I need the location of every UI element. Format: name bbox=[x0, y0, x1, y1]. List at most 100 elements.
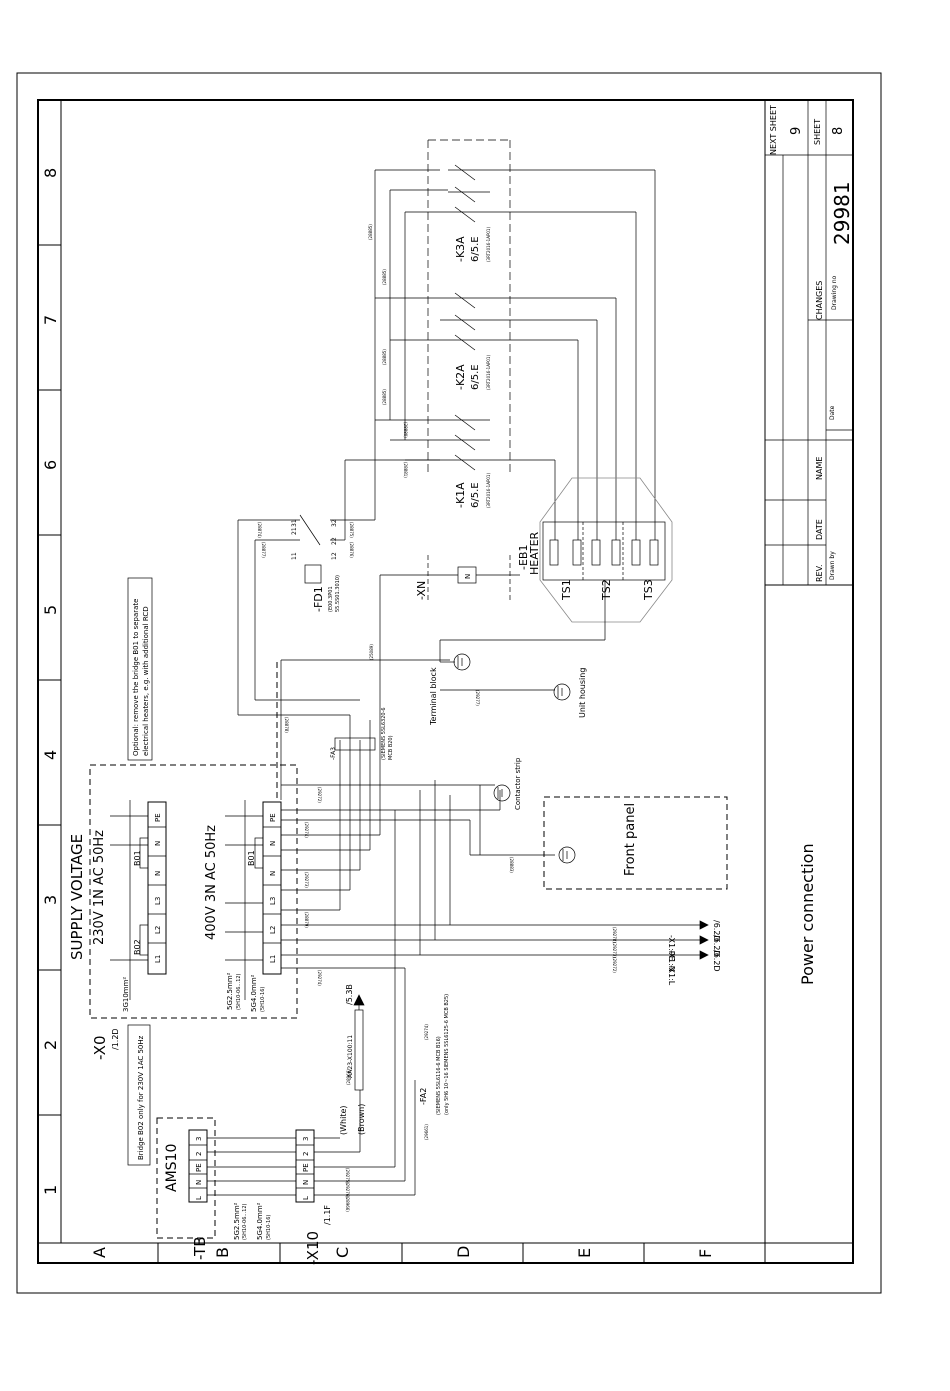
svg-text:11: 11 bbox=[291, 552, 298, 560]
drawing-no-label: Drawing no bbox=[831, 275, 838, 310]
xn-label: -XN bbox=[415, 581, 428, 600]
svg-text:(28885): (28885) bbox=[382, 349, 387, 365]
heater-label: HEATER bbox=[528, 531, 541, 575]
ref-62d-2: /6.2D bbox=[712, 935, 721, 957]
ams-cable-1-sub: (5H10-06...12) bbox=[242, 1203, 248, 1240]
svg-text:(29276): (29276) bbox=[345, 1182, 350, 1198]
svg-text:L: L bbox=[302, 1196, 310, 1200]
fa2-label: -FA2 bbox=[419, 1088, 428, 1105]
k3a-label: -K3A bbox=[454, 236, 467, 262]
ground-terminal-block bbox=[439, 640, 471, 671]
k2a-label: -K2A bbox=[454, 364, 467, 390]
aa23-ref: -AA23-X100:11 bbox=[347, 1035, 354, 1080]
main-wires bbox=[280, 575, 700, 975]
white-label: (White) bbox=[339, 1105, 348, 1135]
bridge-note-box bbox=[127, 1024, 151, 1166]
svg-text:L: L bbox=[195, 1196, 203, 1200]
xn-n: N bbox=[464, 574, 472, 579]
svg-text:3: 3 bbox=[302, 1137, 310, 1141]
fa3-desc: (SIEMENS 5SL6320-6 bbox=[381, 707, 387, 760]
fd1-relay bbox=[237, 169, 440, 740]
k3a-desc: (3RT2016-1AP01) bbox=[486, 227, 491, 262]
drawn-by-label: Drawn by bbox=[829, 551, 836, 580]
fa3-breaker bbox=[334, 737, 376, 751]
supply-box bbox=[89, 764, 298, 1019]
next-sheet-value: 9 bbox=[789, 127, 804, 135]
bridge-note: Bridge B02 only for 230V 1AC 50Hz bbox=[137, 1035, 145, 1160]
row-a: A bbox=[90, 1247, 109, 1258]
ams-cable-1: 5G2.5mm² bbox=[233, 1202, 241, 1240]
svg-text:21: 21 bbox=[291, 527, 298, 535]
column-labels: 1 2 3 4 5 6 7 8 bbox=[41, 168, 60, 1195]
x1-arrows bbox=[699, 920, 709, 960]
svg-text:(28966): (28966) bbox=[345, 1196, 350, 1212]
svg-text:L1: L1 bbox=[269, 955, 277, 963]
svg-text:(28881): (28881) bbox=[403, 462, 408, 478]
svg-text:31: 31 bbox=[291, 519, 298, 527]
svg-text:PE: PE bbox=[154, 813, 162, 822]
svg-text:(29661): (29661) bbox=[424, 1124, 429, 1140]
outer-border bbox=[16, 72, 882, 1294]
row-d: D bbox=[454, 1246, 473, 1258]
fa2-desc: (SIEMENS 5SL6116-6 MCB B16) bbox=[436, 1036, 442, 1115]
next-sheet-label: NEXT SHEET bbox=[769, 105, 778, 155]
cable-5g40-sub: (5H10-16) bbox=[260, 987, 266, 1012]
svg-text:(28877): (28877) bbox=[261, 542, 266, 558]
wire-numbers: (28885) (28885) (28885) (28885) (28880) … bbox=[257, 224, 617, 1213]
svg-text:(29278): (29278) bbox=[612, 927, 617, 943]
sheet-value: 8 bbox=[831, 127, 846, 135]
svg-text:(29277): (29277) bbox=[475, 690, 480, 706]
brown-label: (Brown) bbox=[357, 1104, 366, 1135]
svg-text:(29274): (29274) bbox=[317, 970, 322, 986]
svg-text:(29272): (29272) bbox=[612, 957, 617, 973]
ref-62d-1: /6.2D bbox=[712, 920, 721, 942]
svg-text:L1: L1 bbox=[154, 955, 162, 963]
cable-3g10: 3G10mm² bbox=[122, 977, 130, 1012]
cable-5g25-sub: (5H10-06...12) bbox=[236, 973, 242, 1010]
svg-text:(28885): (28885) bbox=[382, 269, 387, 285]
ams-cable-2: 5G4.0mm² bbox=[256, 1202, 264, 1240]
changes-label: CHANGES bbox=[815, 281, 824, 320]
svg-text:N: N bbox=[269, 871, 277, 876]
svg-text:(28966): (28966) bbox=[346, 1069, 351, 1085]
ams-x10-wires bbox=[207, 810, 416, 1196]
eb1-label: -EB1 bbox=[517, 545, 530, 570]
row-labels: A B C D E F bbox=[90, 1246, 715, 1258]
svg-text:(29273): (29273) bbox=[304, 872, 309, 888]
x10-ref: /1.1F bbox=[323, 1205, 332, 1225]
svg-text:(28874): (28874) bbox=[257, 522, 262, 538]
x1-pe: -X1:PE bbox=[667, 935, 676, 961]
row-b: B bbox=[213, 1247, 232, 1258]
col-4: 4 bbox=[41, 750, 60, 760]
svg-text:(28885): (28885) bbox=[368, 224, 373, 240]
svg-text:(28879): (28879) bbox=[304, 912, 309, 928]
col-2: 2 bbox=[41, 1040, 60, 1050]
svg-text:2: 2 bbox=[302, 1152, 310, 1156]
ref-62d-3: /6.2D bbox=[712, 950, 721, 972]
fa2-desc2: (only 5H6 10~16 SIEMENS 5SL6125-6 MCB B2… bbox=[444, 994, 450, 1115]
terminal-strip-1ph: PE N N L3 L2 L1 bbox=[147, 801, 167, 975]
optional-note-2: electrical heaters, e.g. with additional… bbox=[142, 606, 150, 756]
col-7: 7 bbox=[41, 315, 60, 325]
svg-text:(29272): (29272) bbox=[317, 787, 322, 803]
svg-text:22: 22 bbox=[331, 537, 338, 545]
svg-text:L2: L2 bbox=[269, 926, 277, 934]
svg-text:(29273): (29273) bbox=[612, 942, 617, 958]
svg-text:N: N bbox=[195, 1180, 203, 1185]
title-block: NEXT SHEET 9 SHEET 8 CHANGES Drawing no … bbox=[765, 100, 854, 985]
ams-cable-2-sub: (5H10-16) bbox=[266, 1215, 272, 1240]
ref-538: /5.3B bbox=[345, 984, 354, 1005]
ts1-label: TS1 bbox=[560, 579, 573, 601]
svg-text:N: N bbox=[154, 841, 162, 846]
ground-unit-housing bbox=[440, 683, 571, 701]
cable-5g25: 5G2.5mm² bbox=[226, 972, 234, 1010]
col-8: 8 bbox=[41, 168, 60, 178]
fa3-label: -FA3 bbox=[330, 747, 337, 760]
svg-text:(28878): (28878) bbox=[284, 717, 289, 733]
supply-3ph: 400V 3N AC 50Hz bbox=[204, 825, 219, 940]
ams10-label: AMS10 bbox=[164, 1144, 180, 1192]
svg-text:L2: L2 bbox=[154, 926, 162, 934]
svg-text:(28883): (28883) bbox=[509, 857, 514, 873]
